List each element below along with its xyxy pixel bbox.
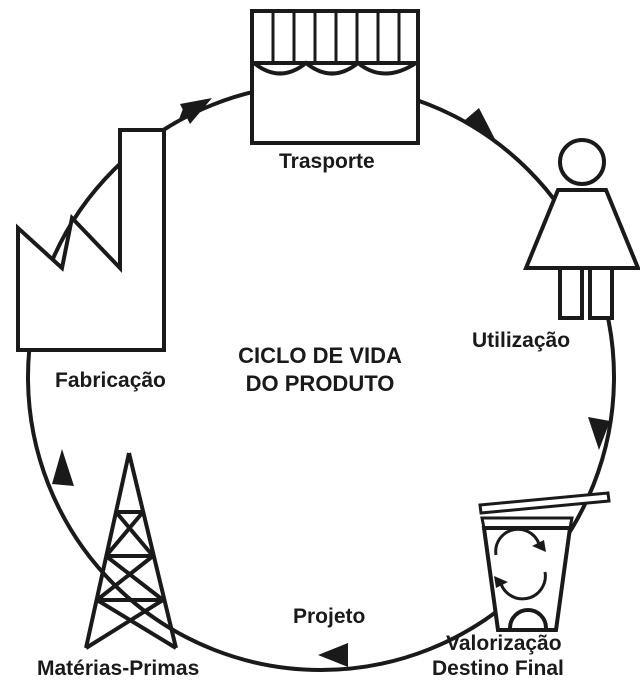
arrow-tower-to-factory — [52, 449, 74, 486]
center-title-line-2: DO PRODUTO — [245, 371, 395, 396]
label-projeto: Projeto — [293, 605, 366, 628]
label-materias-primas: Matérias-Primas — [37, 657, 200, 680]
label-utilizacao: Utilização — [472, 329, 571, 352]
center-title-line-1: CICLO DE VIDA — [238, 343, 402, 368]
arrow-user-to-bin — [588, 417, 610, 450]
label-valorizacao: Valorização — [446, 632, 562, 655]
label-trasporte: Trasporte — [279, 150, 375, 173]
recycle-bin-icon — [478, 491, 611, 632]
truck-icon — [250, 9, 420, 145]
center-title: CICLO DE VIDA DO PRODUTO — [220, 342, 420, 398]
label-destino-final: Destino Final — [432, 657, 564, 680]
arrow-transport-to-user — [465, 108, 497, 143]
factory-icon — [16, 128, 166, 352]
tower-icon — [84, 452, 178, 650]
arrow-fabricacao-to-transport — [180, 98, 212, 124]
arrow-bin-to-projeto — [318, 643, 348, 667]
person-icon — [523, 138, 640, 320]
label-fabricacao: Fabricação — [55, 369, 166, 392]
